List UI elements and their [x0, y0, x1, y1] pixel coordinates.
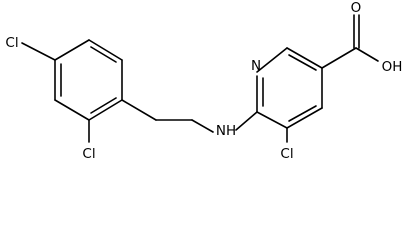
pyridine-ring — [256, 47, 323, 129]
chemical-structure: Cl Cl NH N Cl OH O — [5, 0, 403, 162]
pyridine-nitrogen-label: N — [251, 58, 261, 74]
carbonyl-oxygen-label: O — [351, 0, 362, 16]
dichlorophenyl-ring — [54, 39, 123, 121]
chlorine-atom-top: Cl — [5, 35, 18, 51]
hydroxyl-label: OH — [382, 59, 403, 75]
carboxylic-acid-group — [321, 14, 379, 69]
amine-nh-label: NH — [216, 123, 236, 139]
chlorine-atom-pyridine: Cl — [280, 146, 293, 162]
chlorine-atom-ring-lower: Cl — [82, 146, 95, 162]
bond-ring-to-chlorine-top — [21, 42, 56, 61]
ethyl-linker — [121, 99, 214, 133]
bond-amine-to-pyridine — [235, 111, 258, 131]
